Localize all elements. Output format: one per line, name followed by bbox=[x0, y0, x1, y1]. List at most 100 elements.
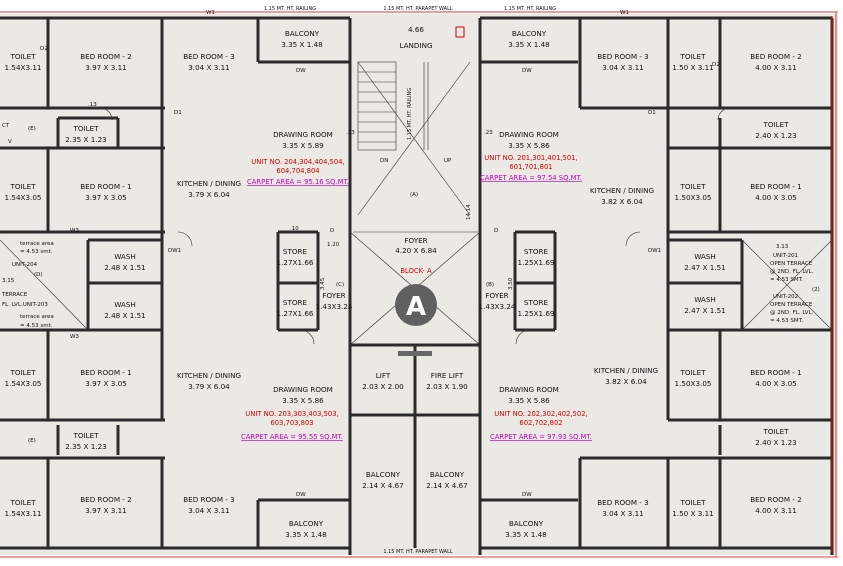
d2-top-left: D2 bbox=[40, 46, 48, 52]
toilet-tr-dim: 1.50 X 3.11 bbox=[672, 63, 714, 72]
terrace-area-1: = 4.53 SMT. bbox=[770, 277, 803, 283]
balcony-tr-name: BALCONY bbox=[512, 29, 547, 38]
toilet-r4-name: TOILET bbox=[762, 427, 789, 436]
bed2-bl-name: BED ROOM - 2 bbox=[80, 495, 132, 504]
fire-extinguisher-icon bbox=[455, 26, 465, 38]
wash-l2-dim: 2.48 X 1.51 bbox=[104, 311, 146, 320]
carpet-area-202: CARPET AREA = 97.93 SQ.MT. bbox=[490, 433, 592, 441]
bed1-r2-dim: 4.00 X 3.05 bbox=[755, 379, 797, 388]
wash-l1-name: WASH bbox=[114, 252, 136, 261]
drawing-br-name: DRAWING ROOM bbox=[499, 385, 559, 394]
carpet-area-204: CARPET AREA = 95.16 SQ.MT. bbox=[247, 178, 349, 186]
foyer-l-dim: 1.43X3.24 bbox=[316, 302, 353, 311]
dim-10: .10 bbox=[290, 226, 299, 232]
dw-top-left: DW bbox=[296, 68, 306, 74]
left-315: 3.15 bbox=[2, 278, 15, 284]
terrace-area-2: = 4.53 SMT. bbox=[770, 318, 803, 324]
e-mark-lower: (E) bbox=[28, 438, 36, 444]
unit-no-203: UNIT NO. 203,303,403,503, bbox=[245, 410, 338, 418]
drawing-tl-name: DRAWING ROOM bbox=[273, 130, 333, 139]
terrace-lvl-1: @ 2ND. FL. LVL. bbox=[770, 269, 814, 275]
store-l1-dim: 1.27X1.66 bbox=[277, 258, 314, 267]
store-l1-name: STORE bbox=[283, 247, 308, 256]
balcony-bm2-name: BALCONY bbox=[430, 470, 465, 479]
terrace-area-label: terrace area bbox=[20, 241, 54, 247]
unit-no-201-b: 601,701,801 bbox=[509, 163, 552, 171]
balcony-tr-dim: 3.35 X 1.48 bbox=[508, 40, 550, 49]
toilet-l3-dim: 1.54X3.05 bbox=[5, 379, 42, 388]
fire-lift-dim: 2.03 X 1.90 bbox=[426, 382, 468, 391]
toilet-br-dim: 1.50 X 3.11 bbox=[672, 509, 714, 518]
store-r2-name: STORE bbox=[524, 298, 549, 307]
toilet-r3-name: TOILET bbox=[679, 368, 706, 377]
lift-dim: 2.03 X 2.00 bbox=[362, 382, 404, 391]
toilet-l4-name: TOILET bbox=[72, 431, 99, 440]
d-foyer-r: D bbox=[494, 228, 498, 234]
wash-r2-dim: 2.47 X 1.51 bbox=[684, 306, 726, 315]
stair-up: UP bbox=[444, 158, 452, 164]
drawing-tl-dim: 3.35 X 5.89 bbox=[282, 141, 324, 150]
drawing-tr-name: DRAWING ROOM bbox=[499, 130, 559, 139]
dim-23: .23 bbox=[346, 130, 355, 136]
balcony-bl-name: BALCONY bbox=[289, 519, 324, 528]
store-r1-dim: 1.25X1.69 bbox=[518, 258, 555, 267]
balcony-br-dim: 3.35 X 1.48 bbox=[505, 530, 547, 539]
bed1-l2-name: BED ROOM - 1 bbox=[80, 368, 132, 377]
c-mark: (C) bbox=[336, 282, 344, 288]
dim-345: 3.45 bbox=[320, 277, 326, 290]
w1-top: W1 bbox=[206, 10, 215, 16]
toilet-bl-name: TOILET bbox=[9, 498, 36, 507]
toilet-tl-name: TOILET bbox=[9, 52, 36, 61]
toilet-r1-name: TOILET bbox=[762, 120, 789, 129]
bed1-r1-dim: 4.00 X 3.05 bbox=[755, 193, 797, 202]
kitchen-l2-name: KITCHEN / DINING bbox=[177, 371, 241, 380]
lift-gate bbox=[398, 351, 432, 356]
store-l2-dim: 1.27X1.66 bbox=[277, 309, 314, 318]
unit-no-201: UNIT NO. 201,301,401,501, bbox=[484, 154, 577, 162]
d-mark: (D) bbox=[34, 272, 43, 278]
store-r2-dim: 1.25X1.69 bbox=[518, 309, 555, 318]
kitchen-r2-name: KITCHEN / DINING bbox=[594, 366, 658, 375]
ct-mark: CT bbox=[2, 123, 10, 129]
bed3-tl-name: BED ROOM - 3 bbox=[183, 52, 235, 61]
unit-no-204: UNIT NO. 204,304,404,504, bbox=[251, 158, 344, 166]
terrace-label: TERRACE bbox=[1, 292, 28, 298]
toilet-l2-dim: 1.54X3.05 bbox=[5, 193, 42, 202]
b-mark: (B) bbox=[486, 282, 494, 288]
toilet-l4-dim: 2.35 X 1.23 bbox=[65, 442, 107, 451]
dw-bottom-right: DW bbox=[522, 492, 532, 498]
kitchen-l1-name: KITCHEN / DINING bbox=[177, 179, 241, 188]
balcony-tl-dim: 3.35 X 1.48 bbox=[281, 40, 323, 49]
unit-no-202: UNIT NO. 202,302,402,502, bbox=[494, 410, 587, 418]
d1-top-right: D1 bbox=[648, 110, 656, 116]
walls bbox=[0, 16, 834, 555]
dw-bottom-left: DW bbox=[296, 492, 306, 498]
toilet-br-name: TOILET bbox=[679, 498, 706, 507]
terrace-area-dim: = 4.53 smt. bbox=[20, 249, 53, 255]
v-mark: V bbox=[8, 139, 12, 145]
kitchen-l1-dim: 3.79 X 6.04 bbox=[188, 190, 230, 199]
bed1-l2-dim: 3.97 X 3.05 bbox=[85, 379, 127, 388]
bed3-br-dim: 3.04 X 3.11 bbox=[602, 509, 644, 518]
wash-l1-dim: 2.48 X 1.51 bbox=[104, 263, 146, 272]
balcony-br-name: BALCONY bbox=[509, 519, 544, 528]
toilet-l2-name: TOILET bbox=[9, 182, 36, 191]
drawing-bl-dim: 3.35 X 5.86 bbox=[282, 396, 324, 405]
block-name: BLOCK- A bbox=[400, 267, 432, 275]
terrace-lvl-2: @ 2ND. FL. LVL. bbox=[770, 310, 814, 316]
wash-r1-name: WASH bbox=[694, 252, 716, 261]
unit-202-label: UNIT-202 bbox=[773, 294, 798, 300]
w3-left-lower: W3 bbox=[70, 334, 79, 340]
wash-r2-name: WASH bbox=[694, 295, 716, 304]
railing-label-right: 1.15 MT. HT. RAILING bbox=[504, 6, 556, 12]
store-r1-name: STORE bbox=[524, 247, 549, 256]
fire-lift-name: FIRE LIFT bbox=[431, 371, 464, 380]
toilet-r4-dim: 2.40 X 1.23 bbox=[755, 438, 797, 447]
right-2: (2) bbox=[812, 287, 820, 293]
unit-no-203-b: 603,703,803 bbox=[270, 419, 313, 427]
bed1-l1-name: BED ROOM - 1 bbox=[80, 182, 132, 191]
foyer-l-name: FOYER bbox=[322, 291, 345, 300]
lift-name: LIFT bbox=[376, 371, 391, 380]
wash-l2-name: WASH bbox=[114, 300, 136, 309]
